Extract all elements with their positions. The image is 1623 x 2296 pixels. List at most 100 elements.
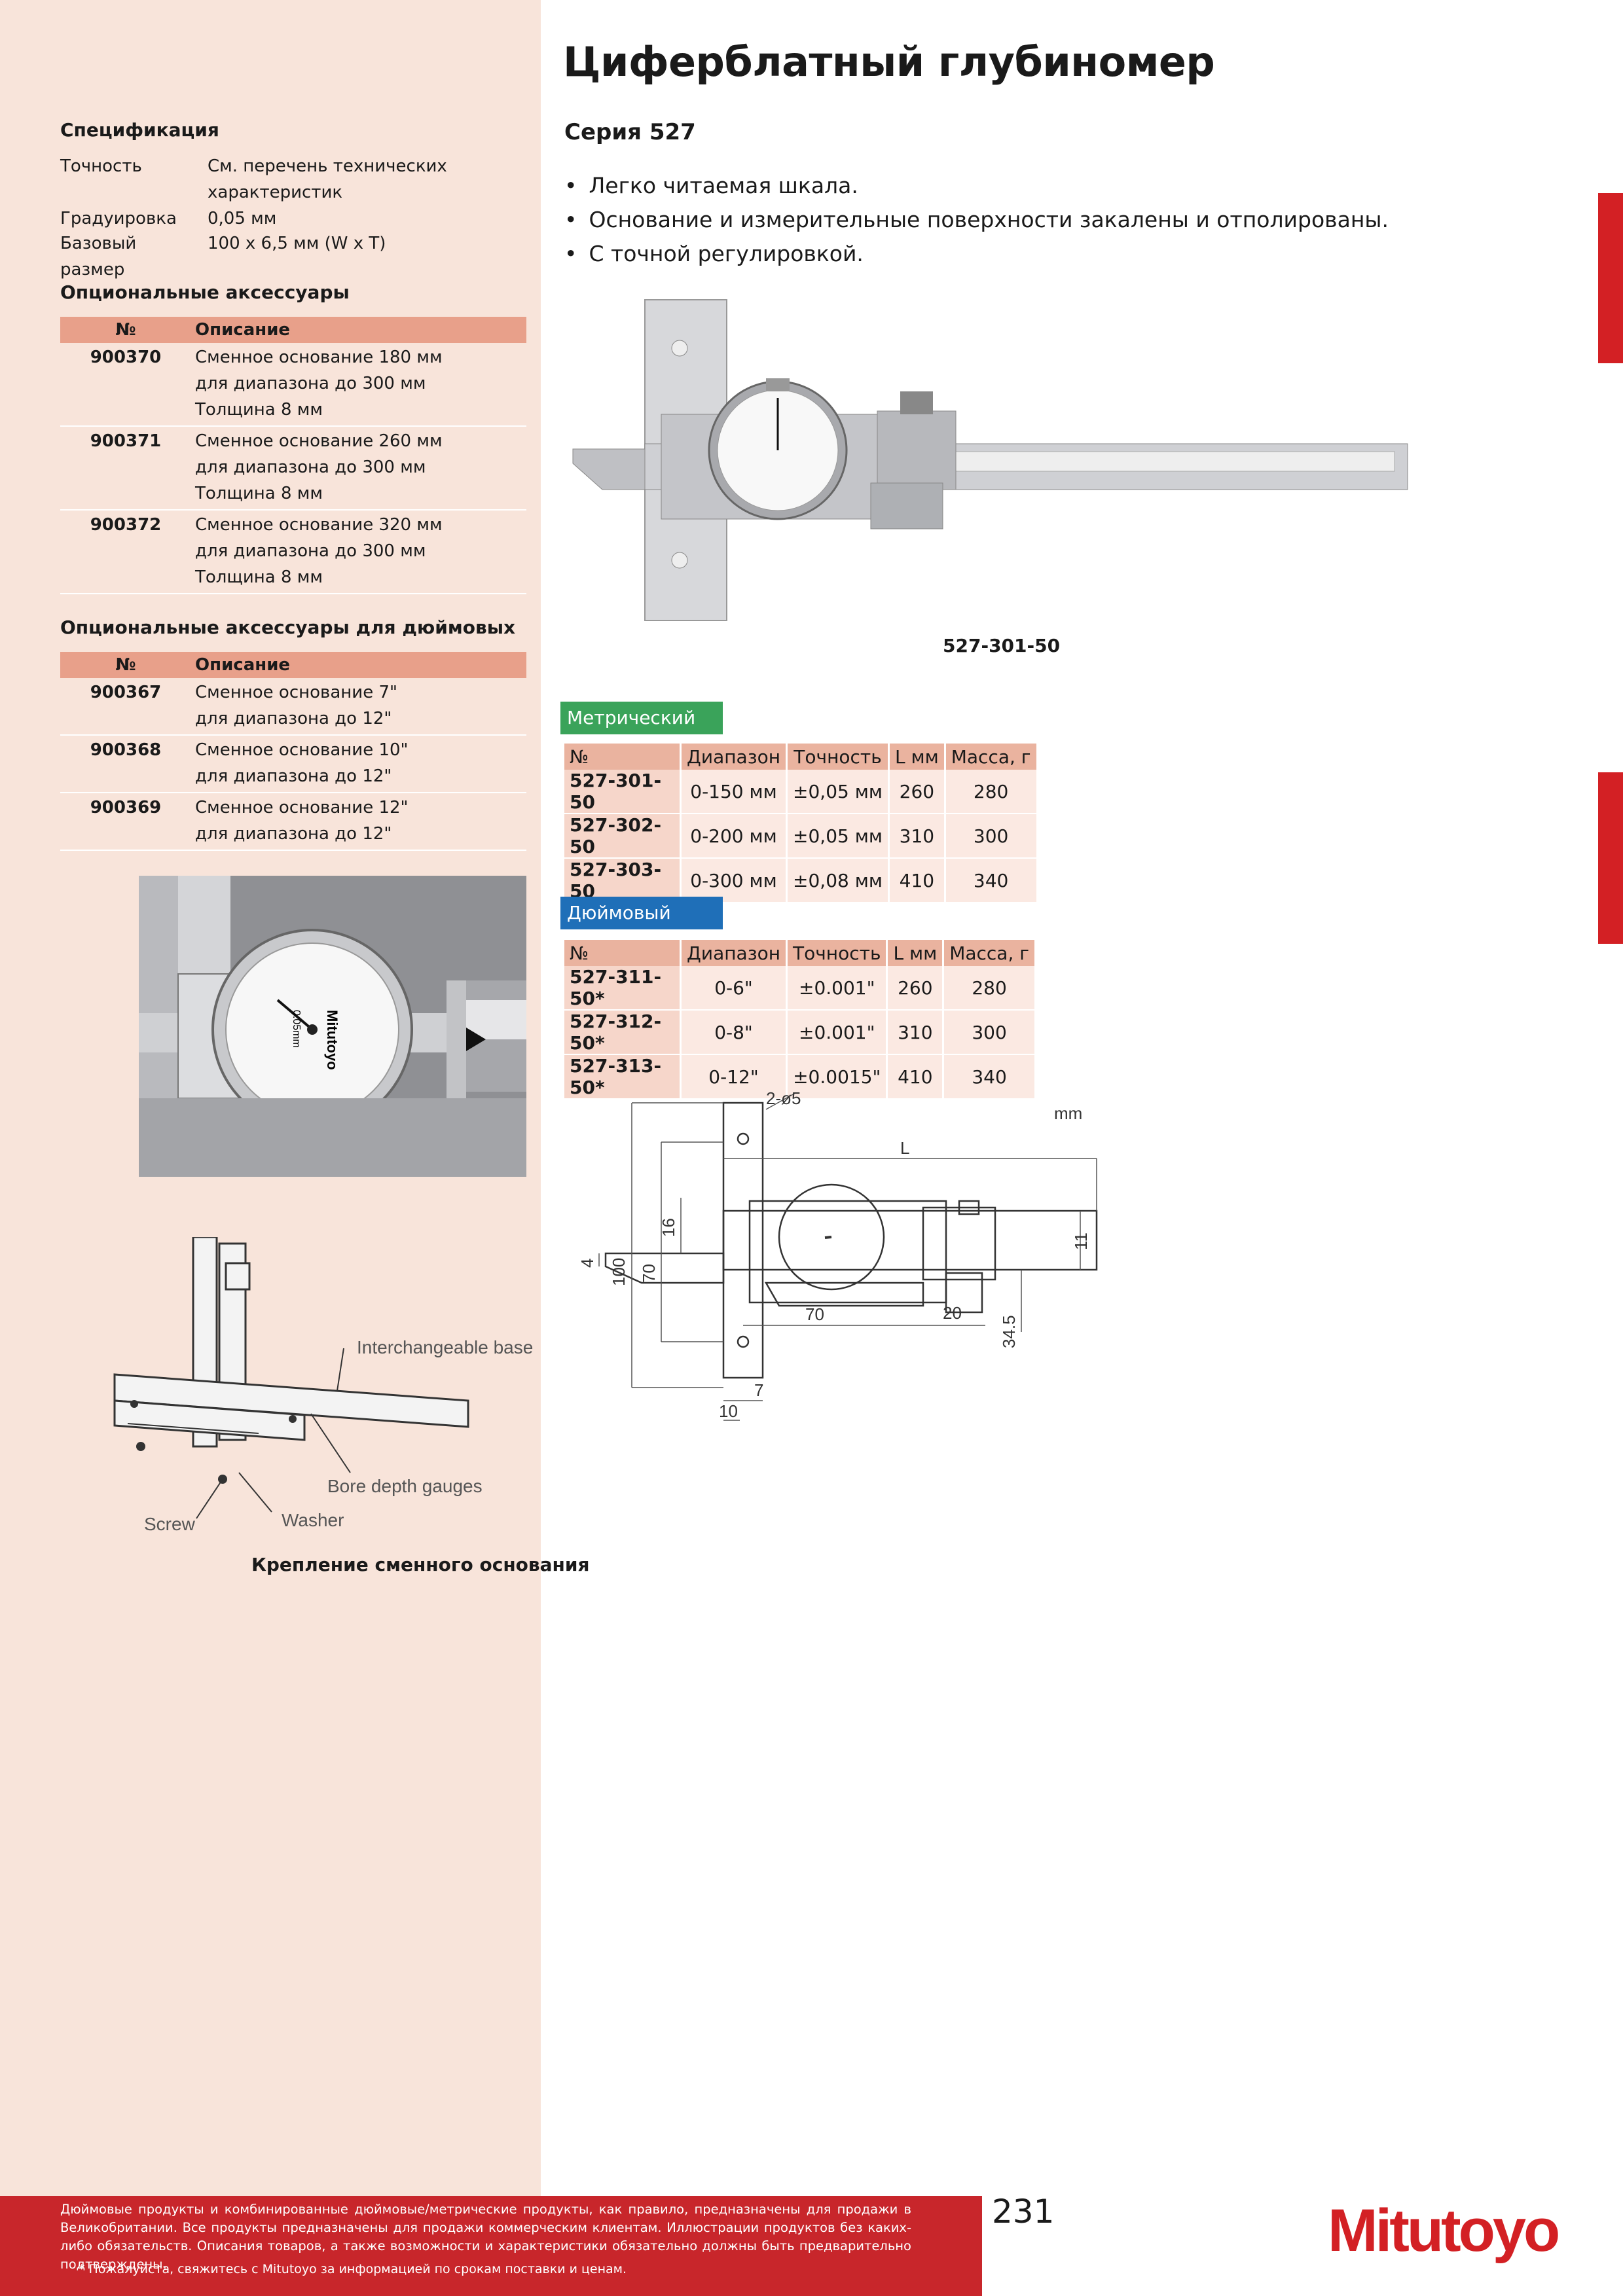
cell-mass: 280 <box>945 770 1038 814</box>
spec-key: Базовый размер <box>60 234 137 279</box>
label-bore-depth-gauges: Bore depth gauges <box>327 1476 483 1496</box>
mitutoyo-logo: Mitutoyo <box>1328 2197 1560 2264</box>
col-header-desc: Описание <box>191 652 526 678</box>
table-row: 527-301-50 0-150 мм ±0,05 мм 260 280 <box>564 770 1038 814</box>
desc-line: Сменное основание 320 мм <box>195 515 443 535</box>
cell-length: 260 <box>888 770 946 814</box>
cell-number: 527-311-50* <box>564 966 682 1011</box>
series-label: Серия 527 <box>564 119 696 145</box>
table-header-row: № Диапазон Точность L мм Масса, г <box>564 744 1038 770</box>
product-photo <box>570 293 1414 627</box>
dim-4: 4 <box>577 1259 597 1268</box>
table-row: 900368 Сменное основание 10" для диапазо… <box>60 735 526 793</box>
cell-mass: 340 <box>945 858 1038 903</box>
table-row: 900371 Сменное основание 260 мм для диап… <box>60 426 526 511</box>
cell-range: 0-200 мм <box>680 814 788 859</box>
cell-mass: 340 <box>943 1054 1036 1100</box>
feature-item: Основание и измерительные поверхности за… <box>564 203 1388 237</box>
cell-accuracy: ±0.001" <box>786 966 888 1011</box>
inch-table: № Диапазон Точность L мм Масса, г 527-31… <box>564 940 1036 1100</box>
table-row: 900369 Сменное основание 12" для диапазо… <box>60 793 526 851</box>
spec-row-accuracy: Точность См. перечень технических характ… <box>60 153 519 206</box>
accessory-number: 900367 <box>60 678 191 736</box>
feature-item: Легко читаемая шкала. <box>564 169 1389 203</box>
cell-accuracy: ±0,08 мм <box>786 858 890 903</box>
label-washer: Washer <box>282 1510 344 1530</box>
col-header: Точность <box>786 744 890 770</box>
cell-range: 0-150 мм <box>680 770 788 814</box>
cell-accuracy: ±0.0015" <box>786 1054 888 1100</box>
side-tab-middle <box>1598 772 1623 944</box>
desc-line: для диапазона до 12" <box>195 766 392 786</box>
cell-mass: 280 <box>943 966 1036 1011</box>
col-header: № <box>564 940 682 966</box>
accessories-heading: Опциональные аксессуары <box>60 281 350 303</box>
accessory-description: Сменное основание 7" для диапазона до 12… <box>191 678 526 736</box>
dial-brand: Mitutoyo <box>324 1010 340 1070</box>
dial-graduation: 0.05mm <box>291 1010 302 1048</box>
accessory-number: 900372 <box>60 510 191 594</box>
metric-table: № Диапазон Точность L мм Масса, г 527-30… <box>564 744 1038 903</box>
table-row: 527-303-50 0-300 мм ±0,08 мм 410 340 <box>564 858 1038 903</box>
dim-34-5: 34.5 <box>999 1315 1019 1348</box>
inch-accessories-table: № Описание 900367 Сменное основание 7" д… <box>60 652 526 851</box>
cell-range: 0-12" <box>680 1054 788 1100</box>
footer-note: * Пожалуйста, свяжитесь с Mitutoyo за ин… <box>79 2262 627 2276</box>
cell-number: 527-303-50 <box>564 858 682 903</box>
cell-number: 527-313-50* <box>564 1054 682 1100</box>
feature-item: С точной регулировкой. <box>564 237 1389 271</box>
cell-length: 310 <box>888 814 946 859</box>
spec-value: См. перечень технических характеристик <box>208 156 447 202</box>
accessory-description: Сменное основание 180 мм для диапазона д… <box>191 343 526 427</box>
accessory-number: 900370 <box>60 343 191 427</box>
desc-line: для диапазона до 12" <box>195 709 392 728</box>
dimension-drawing: mm 2-ø5 L 100 70 16 4 70 20 34.5 11 7 10 <box>577 1090 1098 1421</box>
col-header: Диапазон <box>680 940 788 966</box>
cell-accuracy: ±0,05 мм <box>786 770 890 814</box>
table-row: 527-312-50* 0-8" ±0.001" 310 300 <box>564 1010 1036 1055</box>
dial-closeup-photo: Mitutoyo 0.05mm <box>139 876 526 1177</box>
dim-16: 16 <box>659 1218 678 1237</box>
product-caption: 527-301-50 <box>943 635 1061 656</box>
length-label: L <box>900 1138 909 1158</box>
spec-heading: Спецификация <box>60 119 219 141</box>
table-row: 900372 Сменное основание 320 мм для диап… <box>60 510 526 594</box>
desc-line: Толщина 8 мм <box>195 484 323 503</box>
dim-20: 20 <box>943 1303 962 1323</box>
assembly-caption: Крепление сменного основания <box>251 1554 590 1575</box>
page-number: 231 <box>992 2193 1055 2231</box>
cell-number: 527-302-50 <box>564 814 682 859</box>
desc-line: для диапазона до 300 мм <box>195 541 426 561</box>
cell-accuracy: ±0.001" <box>786 1010 888 1055</box>
col-header: L мм <box>888 744 946 770</box>
table-header-row: № Описание <box>60 652 526 678</box>
holes-label: 2-ø5 <box>766 1090 801 1108</box>
table-row: 900370 Сменное основание 180 мм для диап… <box>60 343 526 427</box>
table-row: 527-313-50* 0-12" ±0.0015" 410 340 <box>564 1054 1036 1100</box>
cell-number: 527-301-50 <box>564 770 682 814</box>
label-screw: Screw <box>144 1514 196 1534</box>
cell-mass: 300 <box>945 814 1038 859</box>
spec-value: 100 x 6,5 мм (W x T) <box>208 234 386 253</box>
desc-line: Сменное основание 260 мм <box>195 431 443 451</box>
dim-70-vertical: 70 <box>639 1264 659 1283</box>
cell-range: 0-6" <box>680 966 788 1011</box>
col-header: № <box>564 744 682 770</box>
accessories-table: № Описание 900370 Сменное основание 180 … <box>60 317 526 594</box>
desc-line: Сменное основание 10" <box>195 740 409 760</box>
dim-7: 7 <box>754 1380 763 1400</box>
desc-line: Сменное основание 12" <box>195 798 409 817</box>
table-header-row: № Диапазон Точность L мм Масса, г <box>564 940 1036 966</box>
accessory-number: 900371 <box>60 426 191 511</box>
col-header: Диапазон <box>680 744 788 770</box>
accessory-description: Сменное основание 10" для диапазона до 1… <box>191 735 526 793</box>
table-header-row: № Описание <box>60 317 526 343</box>
accessory-description: Сменное основание 320 мм для диапазона д… <box>191 510 526 594</box>
unit-label: mm <box>1054 1103 1082 1123</box>
desc-line: Толщина 8 мм <box>195 567 323 587</box>
desc-line: Сменное основание 7" <box>195 683 397 702</box>
col-header: L мм <box>886 940 945 966</box>
col-header: Масса, г <box>943 940 1036 966</box>
assembly-drawing: Interchangeable base Bore depth gauges S… <box>113 1237 533 1534</box>
dim-11: 11 <box>1071 1232 1091 1250</box>
